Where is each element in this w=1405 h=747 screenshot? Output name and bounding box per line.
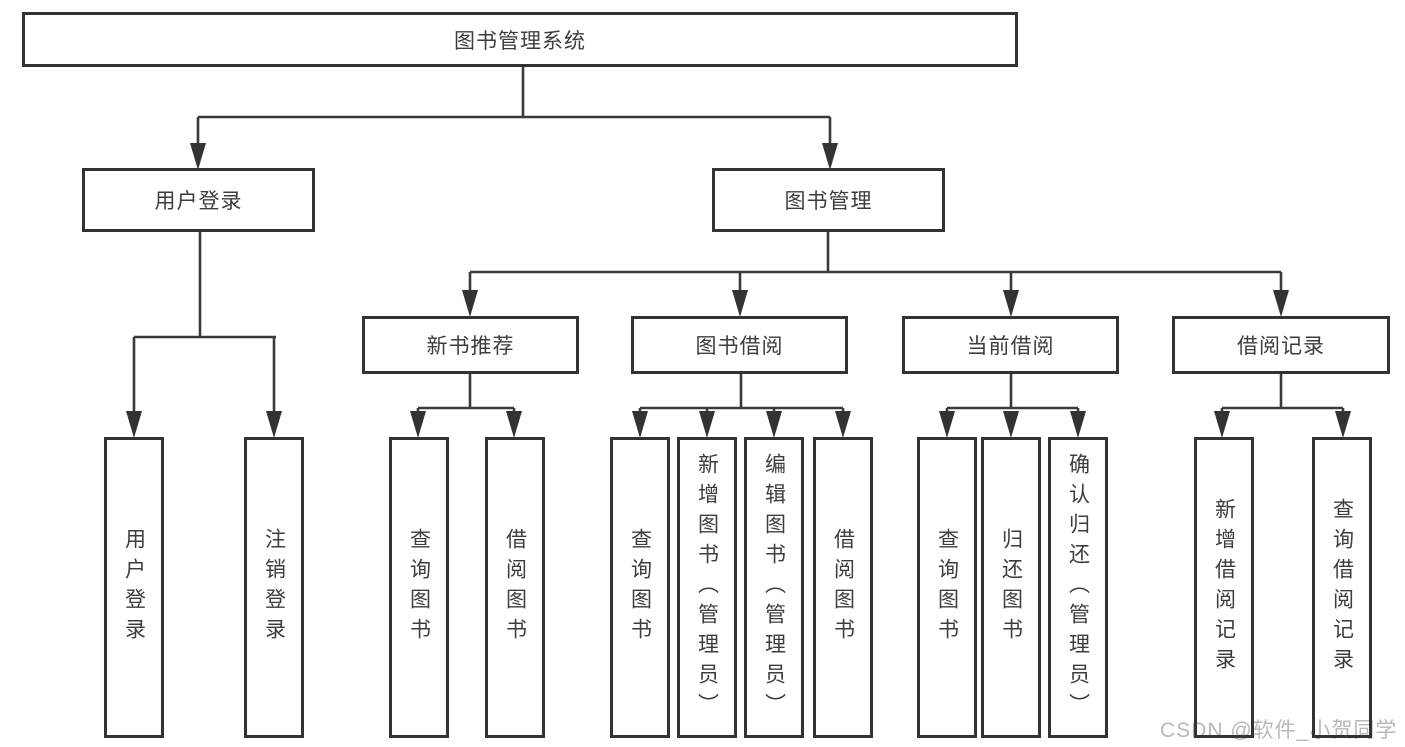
node-book-management: 图书管理: [712, 168, 945, 232]
node-br-add-record: 新增借阅记录: [1194, 437, 1254, 738]
node-label: 归还图书: [999, 527, 1023, 648]
node-cb-confirm-return-admin: 确认归还（管理员）: [1048, 437, 1108, 738]
arrowhead: [732, 290, 748, 317]
node-label: 图书管理系统: [454, 29, 586, 53]
node-label: 借阅图书: [503, 527, 527, 648]
arrowhead: [1003, 411, 1019, 438]
arrowhead: [266, 411, 282, 438]
node-label: 注销登录: [262, 527, 286, 648]
arrowhead: [462, 290, 478, 317]
arrowhead: [939, 411, 955, 438]
csdn-watermark: CSDN @软件_小贺同学: [1160, 719, 1398, 742]
node-logout: 注销登录: [244, 437, 304, 738]
arrowhead: [190, 143, 206, 170]
arrowhead: [822, 143, 838, 170]
node-bb-borrow-books: 借阅图书: [813, 437, 873, 738]
node-label: 查询图书: [628, 527, 652, 648]
node-label: 借阅记录: [1237, 335, 1325, 358]
node-label: 新增借阅记录: [1212, 497, 1236, 678]
node-label: 编辑图书（管理员）: [762, 452, 786, 723]
node-label: 确认归还（管理员）: [1066, 452, 1090, 723]
node-label: 借阅图书: [831, 527, 855, 648]
node-rec-borrow-books: 借阅图书: [485, 437, 545, 738]
node-br-query-record: 查询借阅记录: [1312, 437, 1372, 738]
node-cb-query-books: 查询图书: [917, 437, 977, 738]
node-label: 用户登录: [122, 527, 146, 648]
arrowhead: [1070, 411, 1086, 438]
node-label: 当前借阅: [966, 335, 1055, 358]
arrowhead: [632, 411, 648, 438]
node-cb-return-books: 归还图书: [981, 437, 1041, 738]
node-borrowing-records: 借阅记录: [1172, 316, 1390, 374]
arrowhead: [1335, 411, 1351, 438]
node-label: 查询图书: [407, 527, 431, 648]
node-label: 查询图书: [935, 527, 959, 648]
node-new-book-recommendation: 新书推荐: [362, 316, 579, 374]
arrowhead: [699, 411, 715, 438]
arrowhead: [410, 411, 426, 438]
node-label: 新增图书（管理员）: [695, 452, 719, 723]
node-user-login: 用户登录: [82, 168, 315, 232]
arrowhead: [126, 411, 142, 438]
arrowhead: [506, 411, 522, 438]
node-bb-edit-books-admin: 编辑图书（管理员）: [744, 437, 804, 738]
arrowhead: [1214, 411, 1230, 438]
arrowhead: [1273, 290, 1289, 317]
node-user-login-leaf: 用户登录: [104, 437, 164, 738]
node-label: 查询借阅记录: [1330, 497, 1354, 678]
node-label: 新书推荐: [426, 335, 515, 358]
node-current-borrowing: 当前借阅: [902, 316, 1119, 374]
node-label: 图书借阅: [695, 335, 784, 358]
arrowhead: [1003, 290, 1019, 317]
arrowhead: [835, 411, 851, 438]
node-book-borrowing: 图书借阅: [631, 316, 848, 374]
node-bb-query-books: 查询图书: [610, 437, 670, 738]
node-label: 用户登录: [154, 190, 243, 213]
node-root-system: 图书管理系统: [22, 12, 1018, 67]
node-bb-add-books-admin: 新增图书（管理员）: [677, 437, 737, 738]
node-label: 图书管理: [784, 190, 873, 213]
node-rec-query-books: 查询图书: [389, 437, 449, 738]
arrowhead: [766, 411, 782, 438]
